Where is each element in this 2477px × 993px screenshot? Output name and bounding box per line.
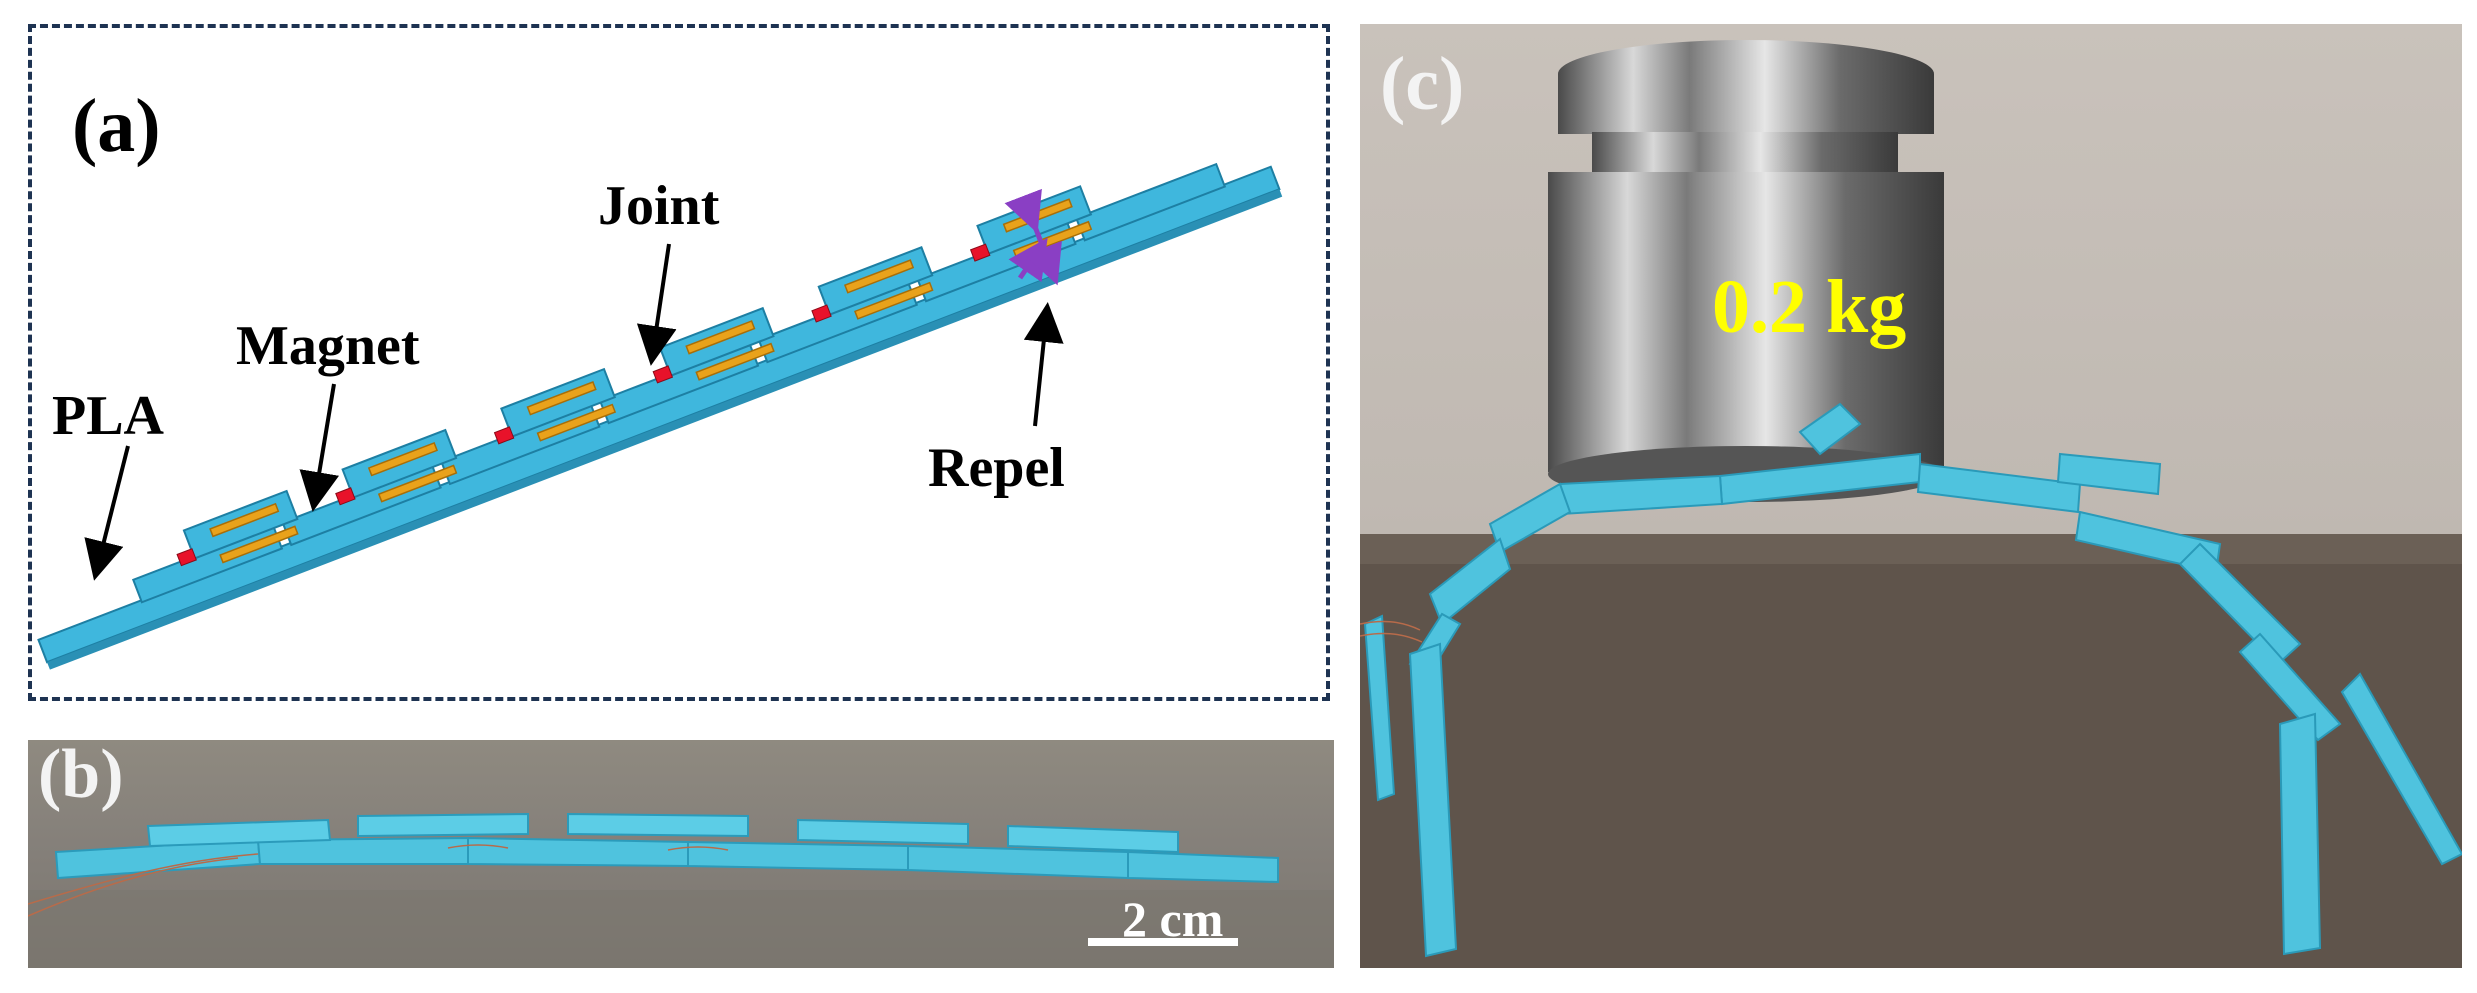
scale-bar <box>1088 938 1238 946</box>
repel-callout: Repel <box>928 437 1065 499</box>
arched-actuator-photo <box>1360 40 2462 968</box>
panel-c-photo: (c) 0.2 kg <box>1360 24 2462 968</box>
repel-pointer-arrow <box>1023 302 1064 427</box>
joint-callout: Joint <box>598 175 720 237</box>
panel-a-label: (a) <box>72 84 161 168</box>
pla-lower-strip <box>37 165 1281 664</box>
pla-callout: PLA <box>52 385 164 447</box>
panel-a-diagram: (a) <box>28 24 1330 701</box>
weight-label: 0.2 kg <box>1712 265 1907 349</box>
pla-arrow <box>84 445 130 581</box>
flat-actuator-photo <box>28 812 1334 968</box>
joint <box>176 243 991 567</box>
magnet-arrow <box>299 383 339 512</box>
actuator-schematic <box>37 162 1283 670</box>
arched-segments <box>1363 402 2462 958</box>
magnet-callout: Magnet <box>236 315 420 377</box>
calibration-weight <box>1548 40 1944 502</box>
panel-b-label: (b) <box>38 740 124 813</box>
panel-c-label: (c) <box>1380 42 1465 126</box>
scale-bar-label: 2 cm <box>1122 891 1224 947</box>
panel-b-photo: (b) 2 cm <box>28 740 1334 968</box>
joint-arrow <box>636 243 677 366</box>
